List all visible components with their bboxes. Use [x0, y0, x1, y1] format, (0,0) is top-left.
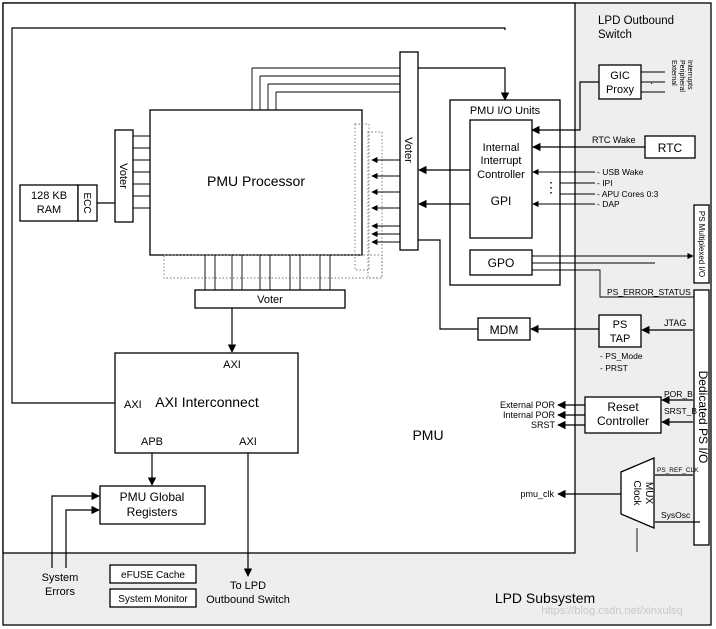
jtag-label: JTAG	[664, 318, 686, 328]
dedicated-ps-io	[693, 289, 710, 546]
efuse-cache-label: eFUSE Cache	[121, 570, 185, 581]
ext-periph-int-label: Interrupts	[686, 60, 693, 90]
prst-label: - PRST	[600, 363, 628, 373]
pmu-label: PMU	[412, 427, 443, 443]
ram-label: RAM	[37, 204, 61, 216]
sysosc-label: SysOsc	[661, 510, 691, 520]
voter-to-processor-links	[371, 156, 400, 246]
interrupt-controller-gpi	[469, 119, 533, 239]
gpi-input-usb-wake: - USB Wake	[597, 167, 644, 177]
axi-bottom-port-label: AXI	[239, 436, 257, 448]
gpo	[469, 249, 533, 276]
ps-error-status-label: PS_ERROR_STATUS	[607, 287, 691, 297]
pmu-processor-label: PMU Processor	[207, 173, 305, 189]
system-errors-label: Errors	[45, 586, 75, 598]
voter-left-label: Voter	[117, 163, 129, 189]
lpd-outbound-switch-label: Switch	[598, 29, 632, 41]
ps-ref-clk-label: PS_REF_CLK	[657, 467, 699, 474]
gpo-label: GPO	[488, 256, 515, 270]
axi-loop-line	[11, 27, 506, 404]
voter-top-label: Voter	[402, 137, 414, 163]
lpd-subsystem-label: LPD Subsystem	[495, 590, 595, 606]
iic-label: Interrupt	[481, 155, 522, 167]
processor-shadow-right	[367, 131, 383, 279]
rtc-label: RTC	[658, 141, 683, 155]
reset-controller	[584, 396, 662, 434]
ps-tap-label: TAP	[610, 333, 631, 345]
srst-b-label: SRST_B	[664, 406, 697, 416]
ext-periph-int-label: External	[670, 60, 677, 86]
gpi-label: GPI	[491, 194, 512, 208]
iic-label: Controller	[477, 169, 525, 181]
processor-to-voter-bottom-links	[204, 255, 331, 290]
ecc-label: ECC	[81, 192, 92, 213]
gic-proxy-label: Proxy	[606, 84, 635, 96]
voter-bottom-label: Voter	[257, 294, 283, 306]
pmu-io-units-label: PMU I/O Units	[470, 105, 541, 117]
ps-multiplexed-io	[693, 204, 710, 284]
por-b-label: POR_B	[664, 389, 693, 399]
efuse-cache	[109, 564, 197, 584]
gic-proxy-label: GIC	[610, 70, 630, 82]
voter-left	[114, 129, 134, 223]
gpi-input-ipi: - IPI	[597, 178, 613, 188]
ext-periph-int-label: Peripheral	[678, 60, 685, 92]
ps-tap-label: PS	[613, 319, 628, 331]
rtc-wake-label: RTC Wake	[592, 135, 636, 145]
pmu-global-registers-label: PMU Global	[120, 490, 185, 504]
ram-128kb	[19, 184, 79, 222]
processor-shadow-right	[354, 123, 370, 271]
gpi-inputs: - USB Wake - IPI - APU Cores 0:3 - DAP	[532, 167, 659, 209]
gic-proxy	[598, 64, 642, 100]
reset-controller-label: Reset	[607, 400, 639, 414]
voter-top	[399, 51, 419, 251]
to-lpd-outbound-label: Outbound Switch	[206, 594, 290, 606]
reset-controller-label: Controller	[597, 414, 649, 428]
mdm-label: MDM	[490, 323, 519, 337]
gpi-ellipsis: ⋮	[544, 179, 558, 195]
dedicated-ps-io-label: Dedicated PS I/O	[696, 371, 710, 464]
system-monitor-label: System Monitor	[118, 594, 188, 605]
iic-label: Internal	[483, 142, 520, 154]
axi-interconnect-label: AXI Interconnect	[155, 394, 259, 410]
ps-multiplexed-io-label: PS Multiplexed I/O	[697, 211, 706, 277]
gic-dots: ·	[650, 78, 653, 89]
clock-mux	[620, 457, 655, 529]
srst-label: SRST	[531, 420, 556, 430]
system-errors-label: System	[42, 572, 79, 584]
ps-mode-label: - PS_Mode	[600, 351, 643, 361]
axi-top-port-label: AXI	[223, 359, 241, 371]
ps-tap	[598, 314, 642, 348]
axi-left-port-label: AXI	[124, 399, 142, 411]
to-lpd-outbound-label: To LPD	[230, 580, 266, 592]
processor-shadow-bottom	[163, 254, 383, 279]
pmu-global-registers	[99, 485, 206, 525]
processor-to-voter-bus	[251, 67, 400, 110]
gic-ext-interrupt-lines	[641, 71, 665, 93]
pmu-clk-label: pmu_clk	[520, 489, 554, 499]
clock-mux-label: Clock	[631, 480, 642, 506]
voter-left-links	[133, 135, 150, 209]
clock-mux-label: MUX	[643, 482, 654, 505]
gpi-input-dap: - DAP	[597, 199, 620, 209]
pmu-processor	[149, 109, 363, 256]
external-por-label: External POR	[500, 400, 556, 410]
watermark: https://blog.csdn.net/xinxulsq	[541, 605, 682, 617]
apb-port-label: APB	[141, 436, 163, 448]
internal-por-label: Internal POR	[503, 410, 556, 420]
pmu-global-registers-label: Registers	[127, 505, 178, 519]
gpi-input-apu: - APU Cores 0:3	[597, 189, 659, 199]
ram-label: 128 KB	[31, 190, 67, 202]
lpd-outbound-switch-label: LPD Outbound	[598, 15, 674, 27]
system-monitor	[109, 588, 197, 608]
